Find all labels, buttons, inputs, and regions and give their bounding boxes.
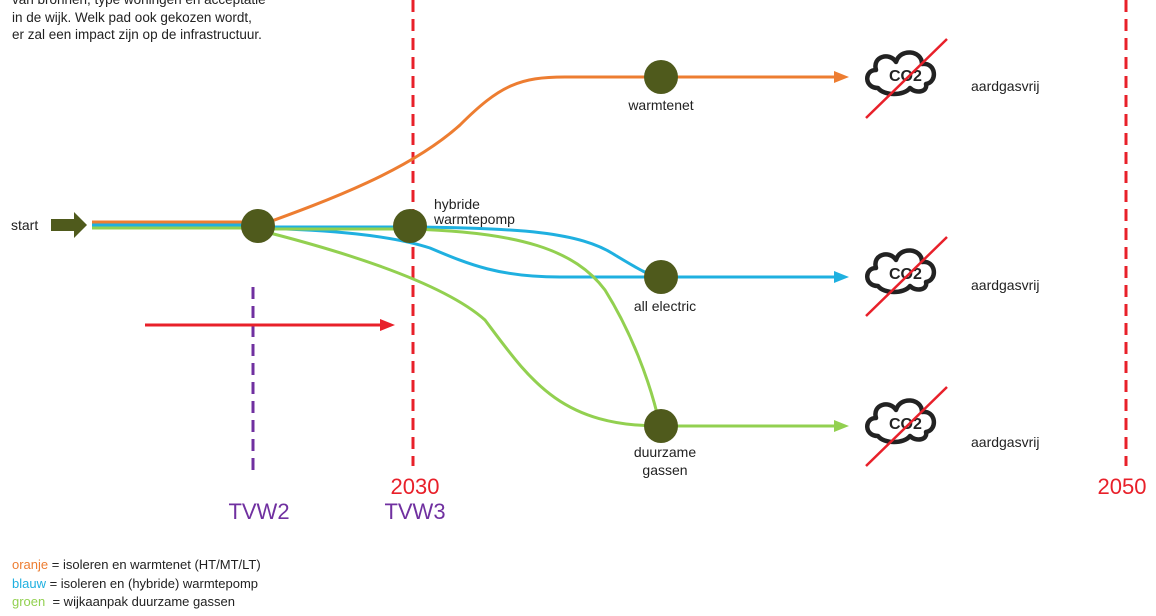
blue-path-via-hybride [258, 225, 661, 279]
legend-key: oranje [12, 557, 49, 572]
node-warmtenet [644, 60, 678, 94]
blue-arrowhead [834, 271, 849, 283]
green-path-direct [257, 228, 661, 428]
legend-item-green: groen = wijkaanpak duurzame gassen [12, 593, 261, 612]
co2-text: CO2 [889, 68, 922, 85]
intro-line-3: er zal een impact zijn op de infrastruct… [12, 27, 262, 42]
co2-text: CO2 [889, 266, 922, 283]
legend-text: = isoleren en (hybride) warmtepomp [45, 575, 259, 591]
node-all-electric [644, 260, 678, 294]
start-label: start [11, 217, 38, 233]
tvw3-label: TVW3 [384, 499, 445, 524]
warmtenet-label: warmtenet [627, 97, 693, 113]
outcome-label: aardgasvrij [971, 78, 1039, 94]
green-arrowhead [834, 420, 849, 432]
co2-crossed-icon: CO2 [866, 38, 948, 119]
intro-text: van bronnen, type woningen en acceptatie… [12, 0, 266, 44]
intro-line-1: van bronnen, type woningen en acceptatie [12, 0, 266, 9]
hybride-label-line-2: warmtepomp [433, 211, 515, 227]
legend-text: = isoleren en warmtenet (HT/MT/LT) [48, 557, 261, 572]
time-arrow-head [380, 319, 395, 331]
year-2050-label: 2050 [1098, 474, 1147, 499]
green-path-via-hybride [258, 227, 662, 427]
co2-crossed-icon: CO2 [866, 236, 948, 317]
co2-text: CO2 [889, 416, 922, 433]
start-arrow-icon [51, 212, 87, 238]
co2-crossed-icon: CO2 [866, 386, 948, 467]
legend-item-blue: blauw = isoleren en (hybride) warmtepomp [12, 575, 261, 594]
legend-text: = wijkaanpak duurzame gassen [45, 594, 235, 609]
orange-path [257, 75, 660, 228]
duurzame-label-line-1: duurzame [634, 444, 696, 460]
duurzame-label-line-2: gassen [642, 462, 687, 478]
all-electric-label: all electric [634, 298, 696, 314]
node-start-split [241, 209, 275, 243]
outcome-label: aardgasvrij [971, 277, 1039, 293]
outcome-label: aardgasvrij [971, 434, 1039, 450]
hybride-label-line-1: hybride [434, 196, 480, 212]
orange-arrowhead [834, 71, 849, 83]
blue-path-direct [257, 226, 660, 279]
tvw2-label: TVW2 [228, 499, 289, 524]
node-duurzame-gassen [644, 409, 678, 443]
legend-key: groen [12, 594, 46, 609]
node-hybride-warmtepomp [393, 209, 427, 243]
year-2030-label: 2030 [391, 474, 440, 499]
legend-item-orange: oranje = isoleren en warmtenet (HT/MT/LT… [12, 556, 261, 575]
intro-line-2: in de wijk. Welk pad ook gekozen wordt, [12, 9, 252, 25]
legend: oranje = isoleren en warmtenet (HT/MT/LT… [12, 556, 261, 612]
legend-key: blauw [12, 575, 46, 591]
